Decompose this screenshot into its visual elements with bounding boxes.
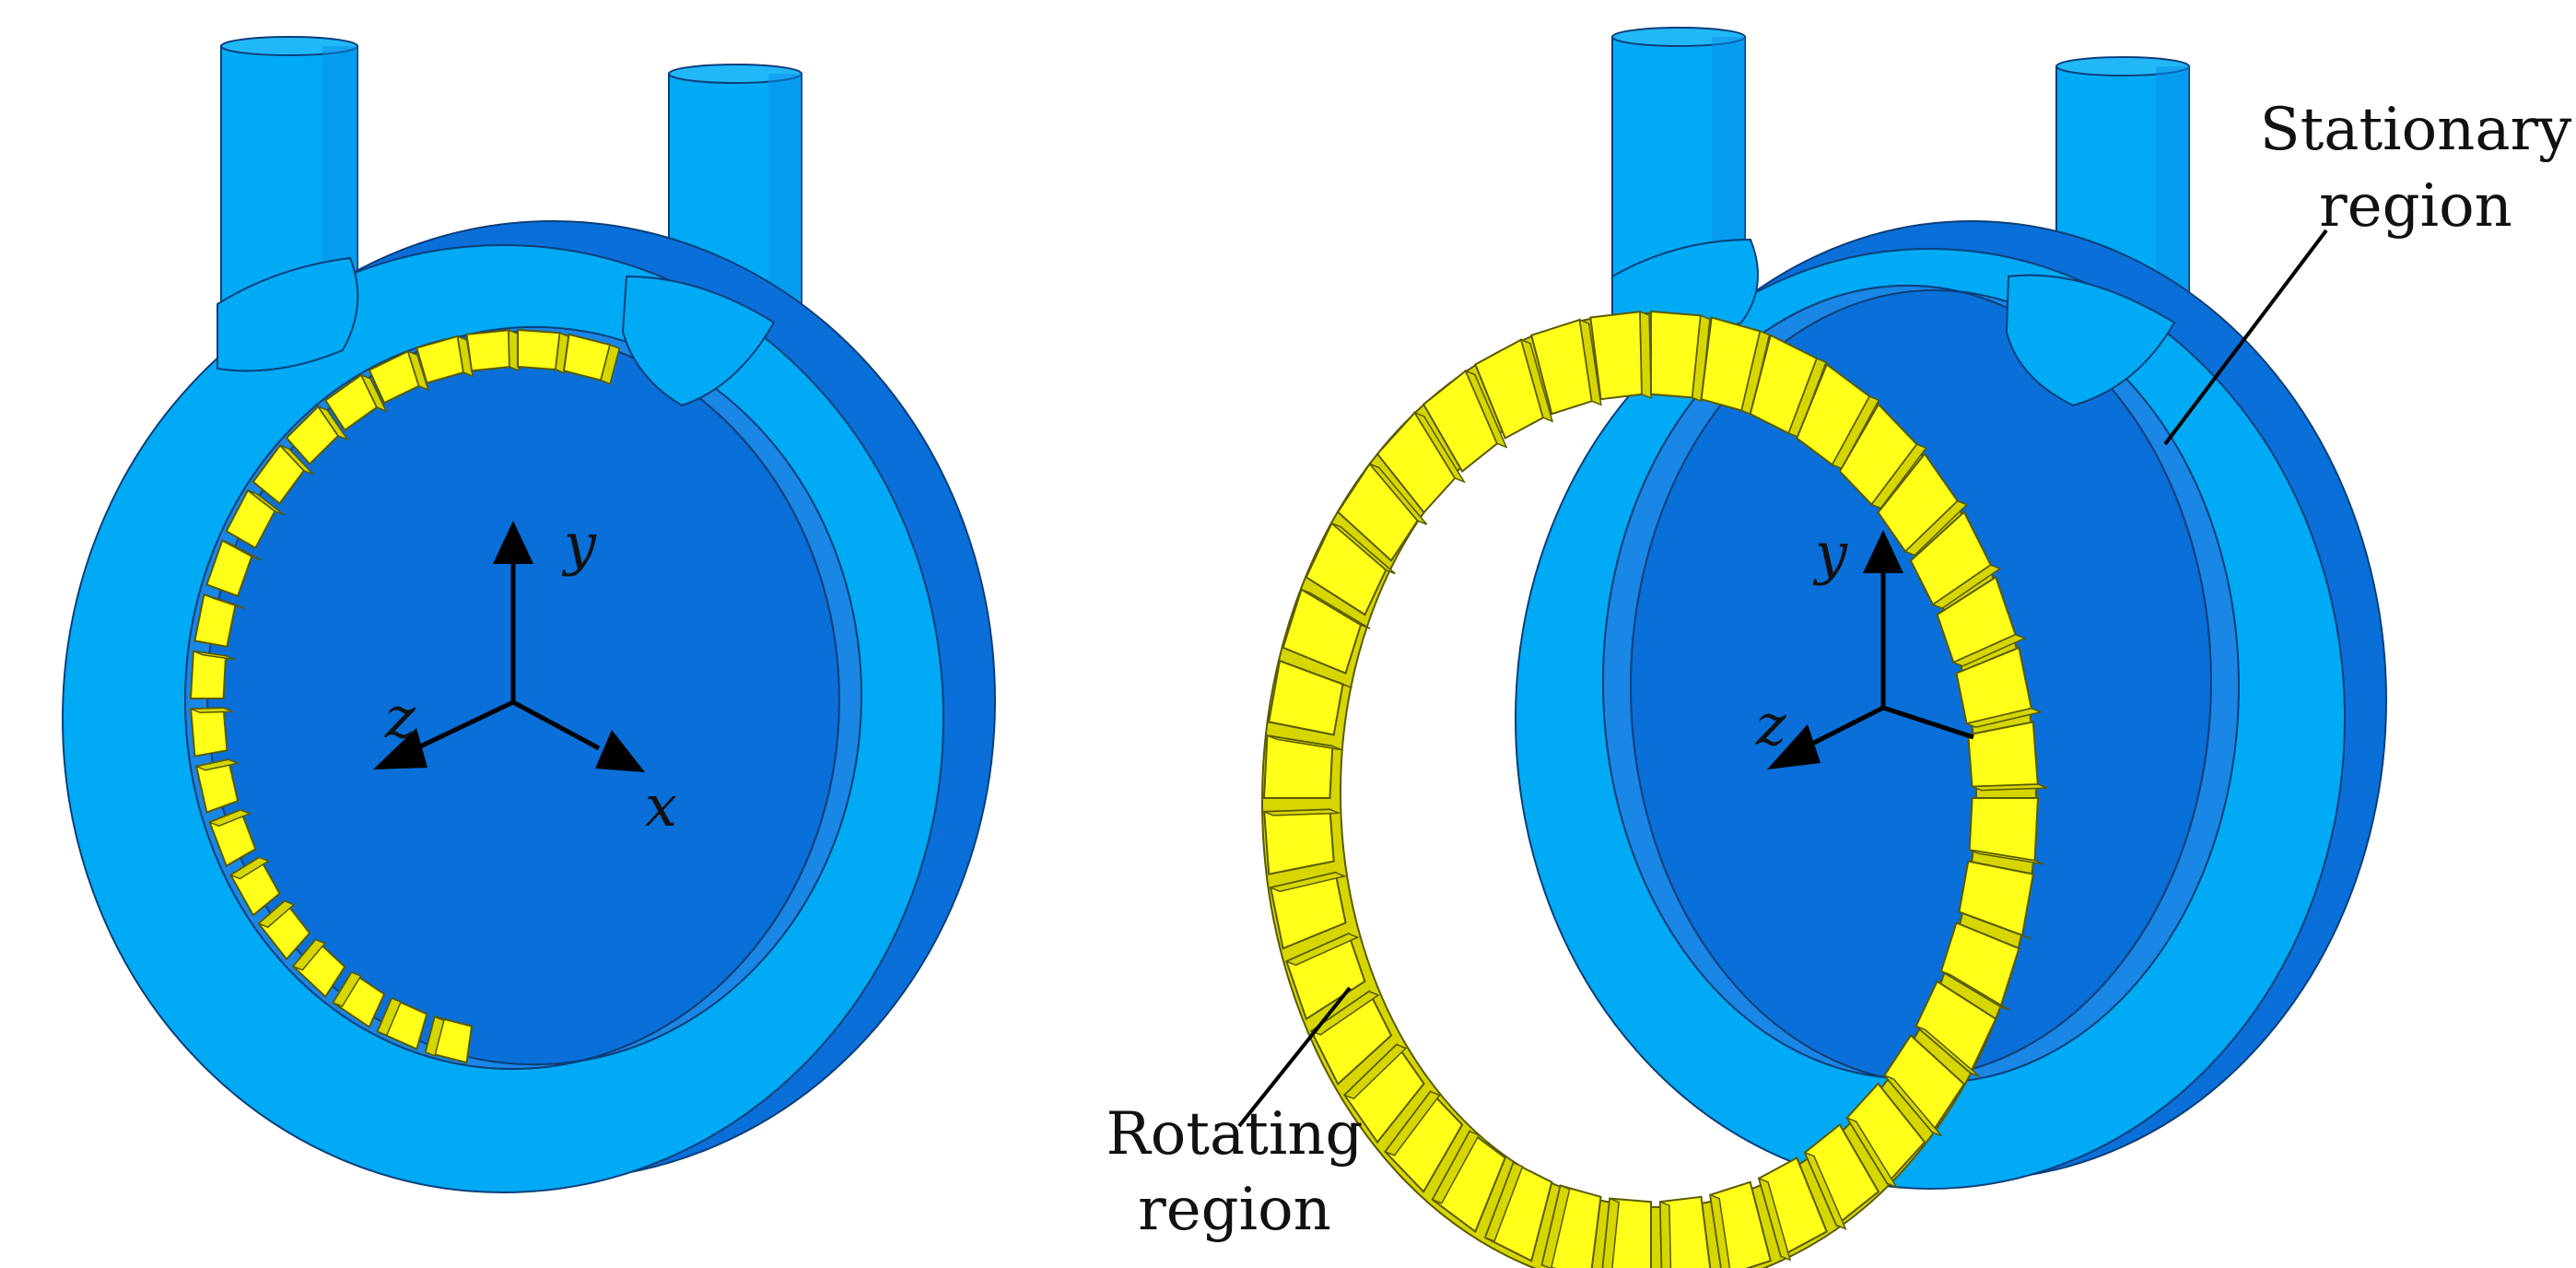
- right-rotor-blade-side: [1659, 1200, 1672, 1268]
- left-rotor-blade-side: [204, 593, 245, 610]
- left-rotor-blade-side: [291, 938, 326, 971]
- right-rotor-blade-side: [1268, 872, 1347, 893]
- left-rotor-blade: [190, 707, 228, 757]
- right-rotor-blade-side: [1964, 707, 2043, 728]
- left-rotor-blade-side: [193, 758, 240, 771]
- left-rotor-blade-side: [221, 539, 262, 561]
- left-y-label: y: [561, 511, 597, 578]
- right-rotor-blade-side: [1540, 1184, 1571, 1268]
- left-rotor-blade: [465, 329, 511, 372]
- right-rotor-blades: [1262, 310, 2048, 1268]
- left-rotor-blade-side: [207, 809, 252, 828]
- right-rotor-ring: [1260, 310, 2048, 1268]
- right-rotor-blade-side: [1431, 1130, 1481, 1204]
- right-rotor-blade-side: [1267, 734, 1342, 751]
- right-rotor-blade-side: [1484, 1161, 1524, 1242]
- right-z-arrow: [1767, 724, 1821, 769]
- right-rotor-blade-side: [1279, 660, 1352, 689]
- left-rotor-blade-side: [425, 1016, 445, 1057]
- left-rotor-blade-side: [406, 349, 429, 392]
- left-rotor-blade-side: [508, 329, 520, 372]
- right-rotor-blade-side: [1972, 783, 2048, 792]
- left-y-arrow: [493, 521, 533, 564]
- right-rotor-blade-side: [1915, 1025, 1981, 1077]
- left-rotor-blade-side: [456, 335, 474, 378]
- left-x-arrow: [595, 730, 645, 772]
- left-rotor-blade-side: [376, 997, 403, 1037]
- right-rotor-blade-side: [1464, 370, 1508, 449]
- left-rotor-blades: [189, 328, 620, 1064]
- left-rotor-blade-side: [600, 344, 620, 385]
- left-rotor-blade: [189, 650, 228, 699]
- left-assembly: [61, 36, 996, 1193]
- right-rotor-blade-side: [1369, 463, 1428, 525]
- left-rotor-blade-side: [257, 899, 296, 929]
- right-rotor-blade-side: [1931, 564, 2002, 609]
- right-rotor-blade-side: [1844, 1116, 1899, 1189]
- right-rotor-blade-side: [1384, 1090, 1441, 1156]
- right-rotor-blade-side: [1951, 633, 2027, 667]
- right-rotor-blade-side: [1757, 1177, 1792, 1262]
- left-rotor-blade-side: [359, 373, 388, 413]
- right-rotor-blade-side: [1263, 808, 1340, 816]
- left-z-label: z: [384, 684, 416, 751]
- left-rotor-blade-side: [190, 707, 233, 714]
- right-rotor-blade-side: [1691, 314, 1711, 403]
- right-assembly: [1260, 27, 2387, 1268]
- right-rotor-blade-side: [1284, 933, 1360, 967]
- right-rotor-blade-side: [1959, 910, 2032, 940]
- right-axis-triad: [1767, 530, 1974, 769]
- right-rotor-blade-side: [1903, 499, 1969, 557]
- left-rotor-blade-side: [228, 856, 271, 880]
- rotating-label-line1: Rotating: [1107, 1100, 1364, 1168]
- left-junction-2: [621, 275, 776, 407]
- right-rotor-blade-side: [1601, 1197, 1621, 1268]
- left-rotor-blade-side: [279, 444, 314, 476]
- rotating-label-line2: region: [1138, 1176, 1331, 1244]
- right-rotor-blade-side: [1883, 1074, 1942, 1137]
- stationary-leader-line: [2163, 229, 2328, 446]
- right-rotor-blade-side: [1940, 970, 2010, 1011]
- right-rotor-blade-side: [1803, 1151, 1847, 1230]
- right-rotor-blade-side: [1301, 589, 1371, 629]
- right-rotor-blade-side: [1639, 311, 1652, 400]
- right-rotor-blade-side: [1969, 849, 2044, 865]
- rotating-leader-line: [1237, 986, 1352, 1128]
- right-rotor-blade-side: [1412, 411, 1467, 484]
- left-axis-triad: [373, 521, 645, 772]
- left-rotor-blade-side: [316, 405, 350, 441]
- right-rotor-blade-side: [1342, 1043, 1408, 1100]
- left-rotor-blade: [517, 328, 561, 371]
- right-rotor-blade-side: [1578, 318, 1602, 406]
- right-y-arrow: [1863, 530, 1903, 573]
- right-rotor-blade-side: [1709, 1193, 1731, 1268]
- stationary-label-line1: Stationary: [2260, 96, 2572, 164]
- left-rotor-blade-side: [193, 650, 236, 661]
- stationary-label-line2: region: [2319, 172, 2512, 241]
- right-z-label: z: [1755, 691, 1786, 758]
- left-rotor-blade-side: [247, 489, 285, 516]
- left-rotor-blade-side: [332, 971, 362, 1008]
- right-y-label: y: [1812, 520, 1848, 587]
- left-z-arrow: [373, 728, 427, 769]
- left-junction-1: [217, 256, 359, 372]
- right-rotor-blade-side: [1309, 991, 1380, 1036]
- left-x-label: x: [645, 772, 677, 839]
- right-rotor-blade-side: [1330, 522, 1396, 575]
- right-junction-2: [2005, 274, 2176, 407]
- right-rotor-blade-side: [1519, 338, 1554, 423]
